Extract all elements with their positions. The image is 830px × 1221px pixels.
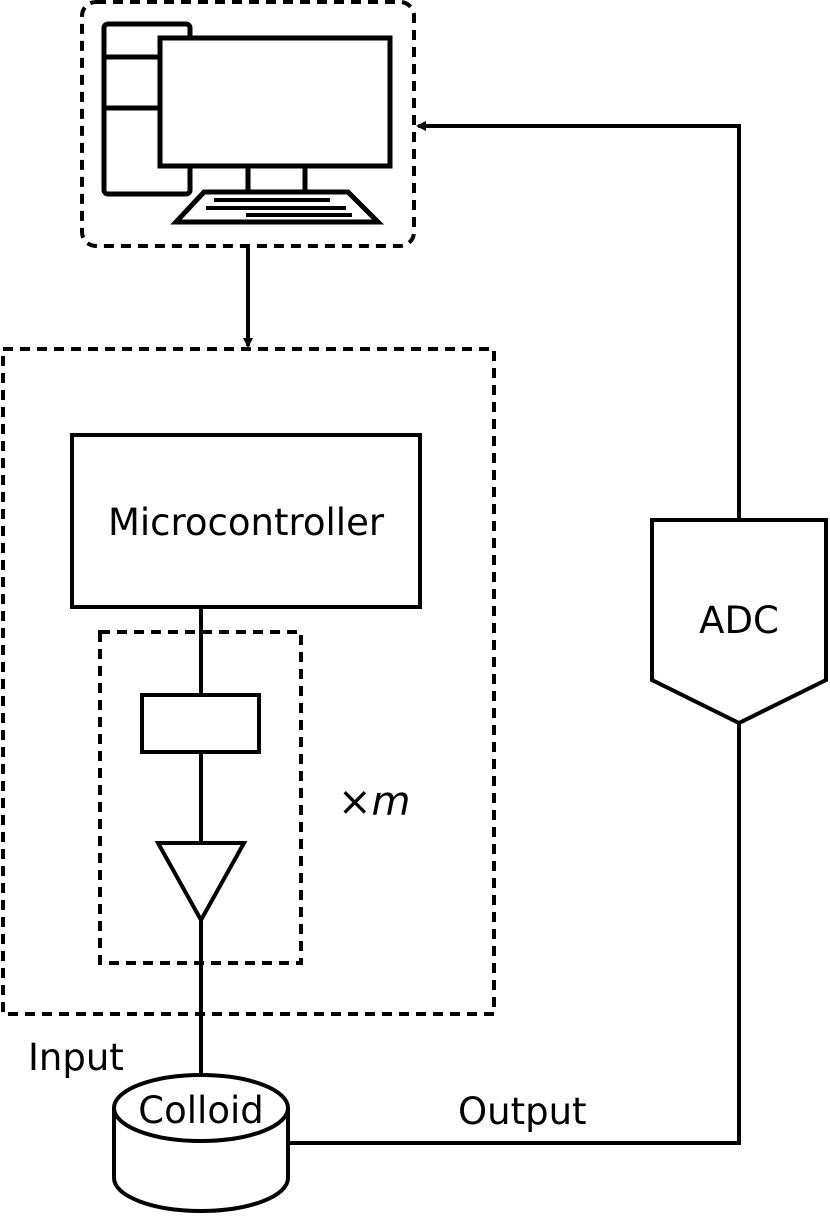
computer-dashed-box [80,0,416,248]
input-label: Input [28,1036,124,1079]
output-wire [288,723,741,1145]
colloid-cylinder: Colloid [112,1073,290,1213]
multiplier-label: ×m [338,779,410,825]
microcontroller-label: Microcontroller [108,501,385,544]
adc-label: ADC [699,599,779,642]
colloid-label: Colloid [138,1089,263,1132]
adc-block: ADC [650,518,828,726]
microcontroller-block: Microcontroller [70,433,422,609]
output-label: Output [458,1090,587,1133]
adc-to-computer-arrow [416,121,741,520]
computer-group [80,0,416,248]
computer-icon [101,21,393,225]
amplifier-triangle-icon [154,841,248,925]
channel-component-box [140,693,261,754]
controller-dashed-box [1,347,496,1016]
